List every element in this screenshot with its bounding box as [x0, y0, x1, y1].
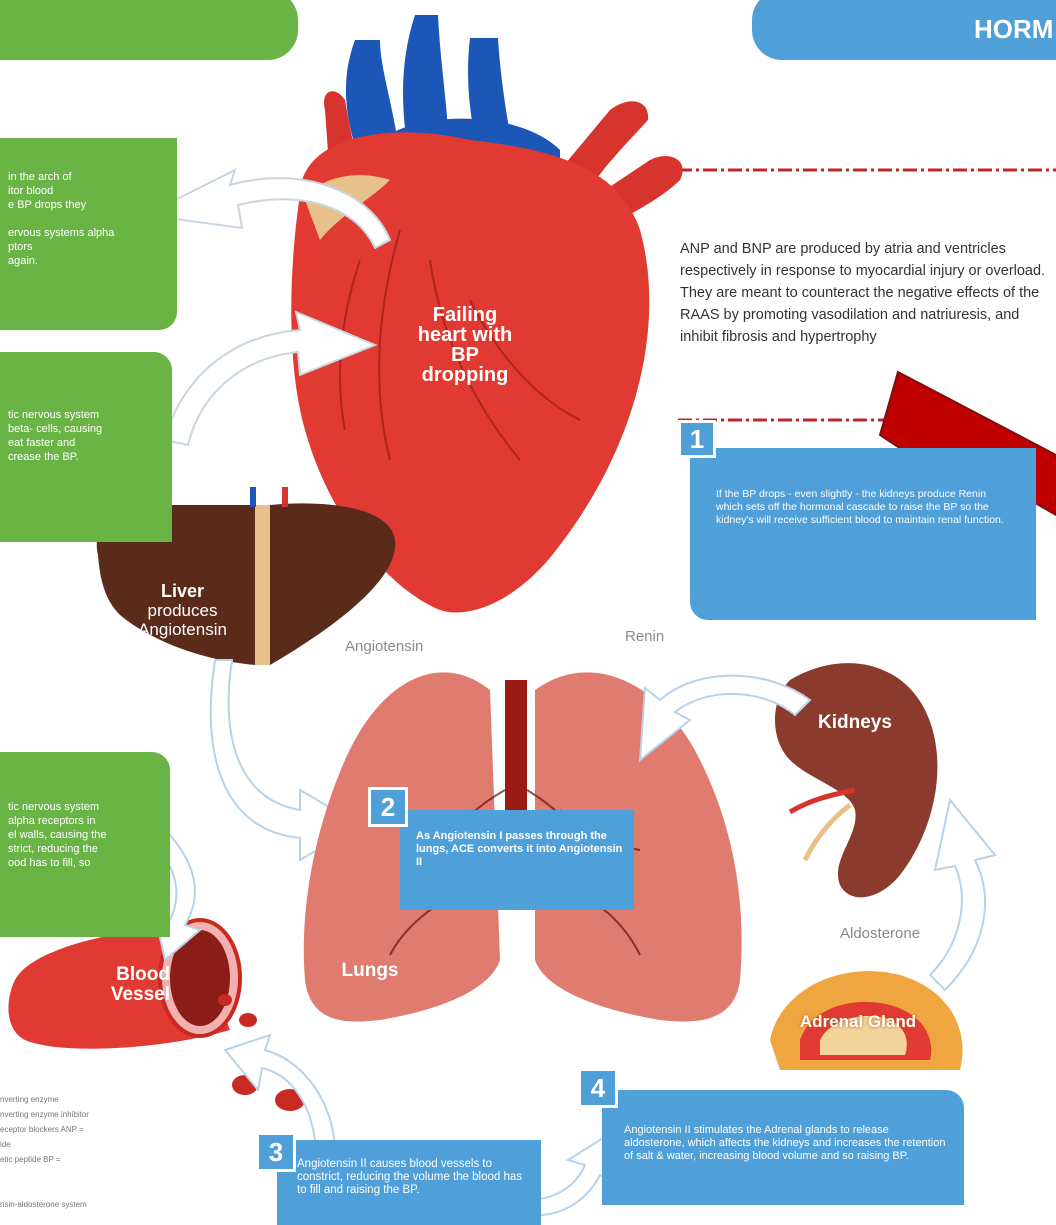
step1-number: 1 [678, 420, 716, 458]
green-box3-line1: tic nervous system [8, 800, 170, 814]
glossary-line7 [0, 1182, 200, 1197]
green-box-baroreceptors: in the arch of itor blood e BP drops the… [0, 138, 177, 330]
liver-label-line2: produces [100, 601, 265, 620]
green-box3-line2: alpha receptors in [8, 814, 170, 828]
step2-text: As Angiotensin I passes through the lung… [416, 830, 622, 868]
glossary-line8: nsin-aldosterone system [0, 1197, 200, 1212]
green-box-beta-receptors: tic nervous system beta- cells, causing … [0, 352, 172, 542]
glossary-line4: ide [0, 1137, 200, 1152]
liver-label: Liver produces Angiotensin [100, 582, 265, 639]
step3-text: Angiotensin II causes blood vessels to c… [297, 1158, 522, 1196]
glossary-line1: nverting enzyme [0, 1092, 200, 1107]
step1-text: If the BP drops - even slightly - the ki… [716, 488, 1004, 526]
green-box2-line1: tic nervous system [8, 408, 172, 422]
heart-label-line2: heart with [395, 325, 535, 345]
abbreviation-glossary: nverting enzyme nverting enzyme inhibito… [0, 1092, 200, 1212]
liver-label-line3: Angiotensin [100, 620, 265, 639]
blood-vessel-label-line2: Vessel [50, 985, 170, 1005]
header-tab-left [0, 0, 298, 60]
renin-flow-label: Renin [625, 628, 664, 645]
glossary-line2: nverting enzyme inhibitor [0, 1107, 200, 1122]
green-box3-line5: ood has to fill, so [8, 856, 170, 870]
green-box1-line1: in the arch of [8, 170, 177, 184]
green-box1-line7: again. [8, 254, 177, 268]
green-box2-line2: beta- cells, causing [8, 422, 172, 436]
heart-label-line3: BP [395, 345, 535, 365]
heart-label: Failing heart with BP dropping [395, 305, 535, 385]
step2-box: As Angiotensin I passes through the lung… [400, 810, 634, 910]
green-box1-line6: ptors [8, 240, 177, 254]
green-box1-line5: ervous systems alpha [8, 226, 177, 240]
step3-number: 3 [256, 1132, 296, 1172]
step1-box: If the BP drops - even slightly - the ki… [690, 448, 1036, 620]
adrenal-gland-label: Adrenal Gland [778, 1012, 938, 1032]
lungs-label: Lungs [320, 960, 420, 982]
header-title-right: HORM [974, 14, 1053, 45]
green-box1-line4 [8, 212, 177, 226]
adrenal-to-kidney-arrow [930, 800, 995, 990]
heart-label-line4: dropping [395, 365, 535, 385]
anp-bnp-description: ANP and BNP are produced by atria and ve… [680, 238, 1052, 348]
aldosterone-flow-label: Aldosterone [840, 925, 920, 942]
step4-box: Angiotensin II stimulates the Adrenal gl… [602, 1090, 964, 1205]
angiotensin-flow-label: Angiotensin [345, 638, 423, 655]
glossary-line6 [0, 1167, 200, 1182]
blood-vessel-shape [8, 920, 305, 1111]
green-box3-line3: el walls, causing the [8, 828, 170, 842]
heart-label-line1: Failing [395, 305, 535, 325]
blood-vessel-label: Blood Vessel [50, 965, 170, 1005]
step4-number: 4 [578, 1068, 618, 1108]
glossary-line3: eceptor blockers ANP = [0, 1122, 200, 1137]
blood-vessel-label-line1: Blood [50, 965, 170, 985]
step2-number: 2 [368, 787, 408, 827]
step3-box: Angiotensin II causes blood vessels to c… [277, 1140, 541, 1225]
green-box1-line3: e BP drops they [8, 198, 177, 212]
green-box-alpha-receptors: tic nervous system alpha receptors in el… [0, 752, 170, 937]
step4-text: Angiotensin II stimulates the Adrenal gl… [624, 1124, 945, 1162]
liver-label-bold: Liver [100, 582, 265, 601]
green-box3-line4: strict, reducing the [8, 842, 170, 856]
green-box1-line2: itor blood [8, 184, 177, 198]
green-box2-line3: eat faster and [8, 436, 172, 450]
green-box2-line4: crease the BP. [8, 450, 172, 464]
glossary-line5: etic peptide BP = [0, 1152, 200, 1167]
kidneys-label: Kidneys [790, 712, 920, 734]
